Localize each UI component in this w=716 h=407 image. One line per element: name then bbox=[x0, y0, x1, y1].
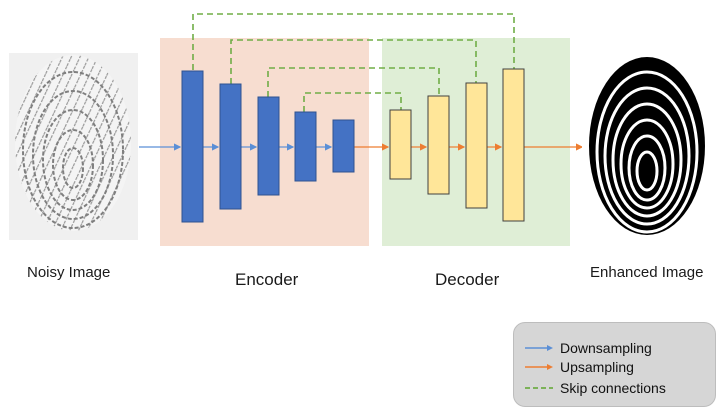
decoder-block-3 bbox=[465, 82, 488, 209]
encoder-block-1 bbox=[181, 70, 204, 223]
dashed-line-icon bbox=[525, 387, 553, 389]
decoder-blocks bbox=[389, 68, 525, 222]
enhanced-image-caption: Enhanced Image bbox=[590, 264, 704, 281]
encoder-block-5 bbox=[332, 119, 355, 173]
decoder-block-2 bbox=[427, 95, 450, 195]
decoder-caption: Decoder bbox=[435, 270, 500, 289]
legend-skip-label: Skip connections bbox=[560, 380, 666, 396]
legend-upsampling-label: Upsampling bbox=[560, 359, 634, 375]
encoder-block-3 bbox=[257, 96, 280, 196]
decoder-block-4 bbox=[502, 68, 525, 222]
orange-arrow-icon bbox=[525, 364, 553, 370]
legend-skip: Skip connections bbox=[524, 379, 666, 397]
decoder-block-1 bbox=[389, 109, 412, 180]
noisy-image-caption: Noisy Image bbox=[27, 264, 111, 281]
legend: Downsampling Upsampling Skip connections bbox=[513, 322, 716, 407]
legend-downsampling-label: Downsampling bbox=[560, 340, 652, 356]
encoder-caption: Encoder bbox=[235, 270, 299, 289]
noisy-image bbox=[9, 53, 138, 240]
legend-upsampling: Upsampling bbox=[524, 358, 634, 376]
blue-arrow-icon bbox=[525, 345, 553, 351]
skip-connections bbox=[192, 13, 515, 112]
encoder-blocks bbox=[181, 70, 355, 223]
legend-downsampling: Downsampling bbox=[524, 339, 652, 357]
encoder-block-4 bbox=[294, 111, 317, 182]
encoder-block-2 bbox=[219, 83, 242, 210]
enhanced-image bbox=[582, 53, 710, 240]
